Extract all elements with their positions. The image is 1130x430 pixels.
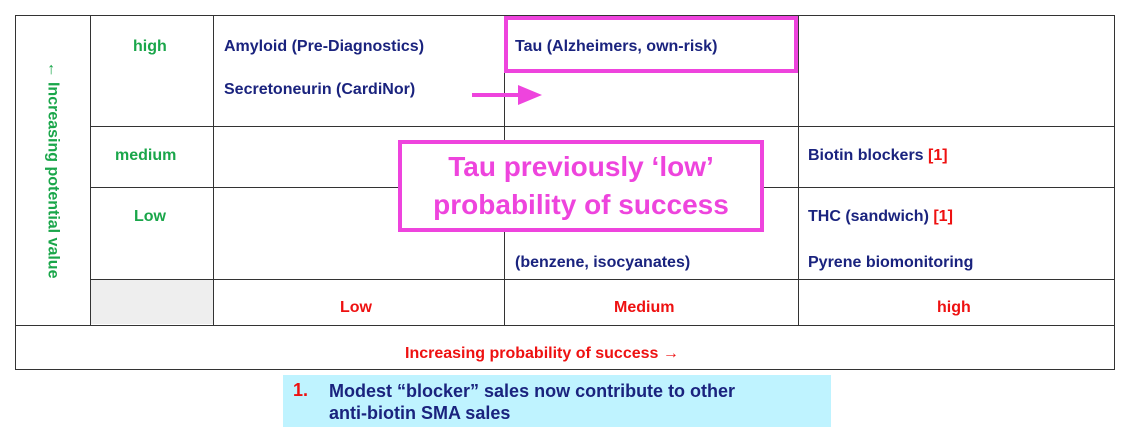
footnote-text-line-2: anti-biotin SMA sales (329, 403, 511, 423)
item-biotin-blockers-label: Biotin blockers (808, 147, 924, 164)
grid-line (213, 15, 214, 325)
item-pyrene: Pyrene biomonitoring (808, 254, 974, 271)
item-benzene: (benzene, isocyanates) (515, 254, 691, 271)
item-secretoneurin: Secretoneurin (CardiNor) (224, 81, 416, 98)
y-axis-label-wrap: ← Increasing potential value (15, 15, 90, 325)
item-tau: Tau (Alzheimers, own-risk) (515, 38, 718, 55)
footnote-row: 1. Modest “blocker” sales now contribute… (293, 380, 821, 424)
item-amyloid: Amyloid (Pre-Diagnostics) (224, 38, 425, 55)
grid-line (90, 126, 1115, 127)
x-axis-label: Increasing probability of success → (405, 345, 679, 362)
row-label-high: high (133, 38, 167, 55)
item-thc-label: THC (sandwich) (808, 208, 929, 225)
row-label-medium: medium (115, 147, 177, 164)
reference-marker: [1] (933, 208, 953, 225)
grid-line (90, 279, 1115, 280)
item-biotin-blockers: Biotin blockers [1] (808, 147, 948, 165)
grid-line (798, 15, 799, 325)
tau-callout-box: Tau previously ‘low’ probability of succ… (398, 140, 764, 232)
row-label-low: Low (134, 208, 166, 225)
item-thc: THC (sandwich) [1] (808, 208, 953, 226)
footnote-number: 1. (293, 380, 309, 400)
right-arrow-icon (472, 85, 542, 105)
reference-marker: [1] (928, 147, 948, 164)
callout-line-2: probability of success (433, 189, 729, 220)
grid-line (90, 15, 91, 325)
grid-line (15, 325, 1115, 326)
footnote-box: 1. Modest “blocker” sales now contribute… (283, 375, 831, 427)
footnote-text-line-1: Modest “blocker” sales now contribute to… (329, 381, 736, 401)
matrix-frame (15, 15, 1115, 370)
footnote-text: Modest “blocker” sales now contribute to… (329, 380, 735, 424)
tau-highlight-box (504, 16, 798, 73)
col-label-medium: Medium (614, 299, 675, 316)
callout-line-1: Tau previously ‘low’ (448, 151, 714, 182)
col-label-high: high (937, 299, 971, 316)
col-label-low: Low (340, 299, 372, 316)
empty-corner-cell (91, 279, 213, 324)
y-axis-label: ← Increasing potential value (44, 61, 62, 279)
